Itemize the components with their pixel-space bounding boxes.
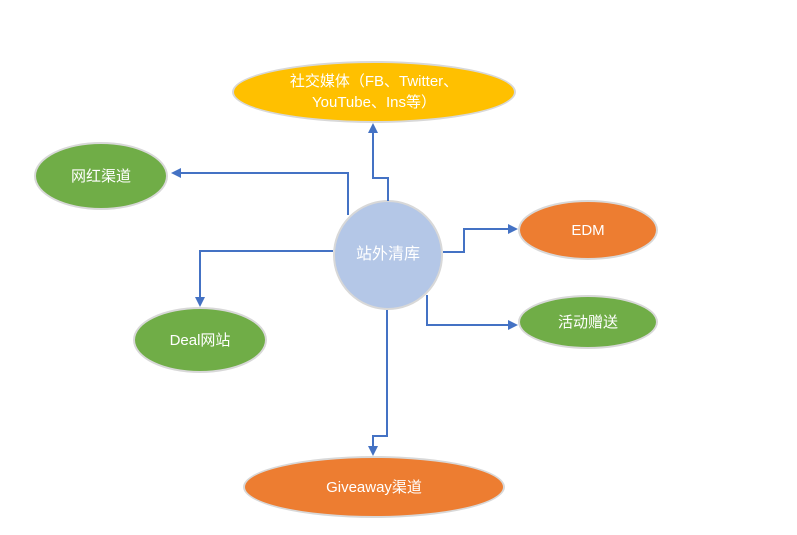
node-giveaway-channel: Giveaway渠道 [243,456,505,518]
node-deal-sites: Deal网站 [133,307,267,373]
connector-center-to-event-giveaway [426,295,518,330]
connector-center-to-influencer [171,168,349,215]
node-edm-label: EDM [571,221,605,239]
connector-center-to-deal-sites [195,250,333,307]
node-edm: EDM [518,200,658,260]
node-event-giveaway-label: 活动赠送 [557,313,618,331]
node-center: 站外清库 [333,200,443,310]
node-social-media-label: 社交媒体（FB、Twitter、YouTube、Ins等） [289,73,459,111]
node-influencer: 网红渠道 [34,142,168,210]
node-event-giveaway: 活动赠送 [518,295,658,349]
connector-center-to-edm [443,224,518,253]
node-influencer-label: 网红渠道 [70,167,131,185]
connector-center-to-giveaway-channel [368,310,388,456]
node-center-label: 站外清库 [355,245,420,263]
node-deal-sites-label: Deal网站 [169,331,231,349]
node-giveaway-channel-label: Giveaway渠道 [326,478,422,496]
connector-center-to-social-media [368,123,389,201]
node-social-media: 社交媒体（FB、Twitter、YouTube、Ins等） [232,61,516,123]
